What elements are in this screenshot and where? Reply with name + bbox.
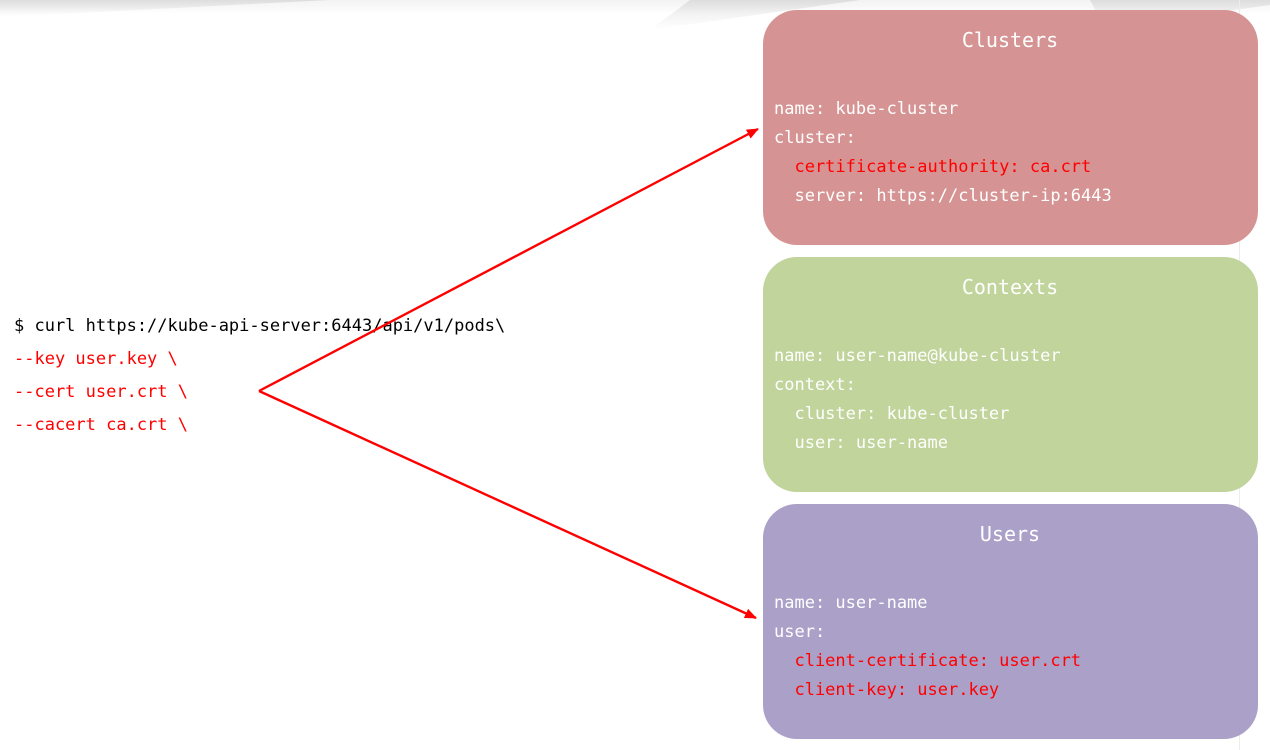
yaml-line-cluster-name: name: kube-cluster	[774, 99, 959, 119]
yaml-line-client-key: client-key: user.key	[774, 680, 1000, 700]
contexts-box-body: name: user-name@kube-cluster context: cl…	[774, 342, 1246, 458]
yaml-line-client-certificate: client-certificate: user.crt	[774, 651, 1082, 671]
yaml-line-user-name: name: user-name	[774, 593, 928, 613]
curl-cacert-flag-line: --cacert ca.crt \	[14, 415, 188, 435]
contexts-box-title: Contexts	[961, 275, 1059, 299]
curl-cert-flag-line: --cert user.crt \	[14, 382, 188, 402]
curl-command-line: $ curl https://kube-api-server:6443/api/…	[14, 316, 506, 336]
clusters-box: Clusters name: kube-cluster cluster: cer…	[763, 10, 1258, 245]
yaml-line-context-name: name: user-name@kube-cluster	[774, 346, 1061, 366]
yaml-line-context-key: context:	[774, 375, 856, 395]
users-box-body: name: user-name user: client-certificate…	[774, 589, 1246, 705]
curl-key-flag-line: --key user.key \	[14, 349, 178, 369]
yaml-line-context-cluster: cluster: kube-cluster	[774, 404, 1010, 424]
yaml-line-cluster-key: cluster:	[774, 128, 856, 148]
clusters-box-title: Clusters	[961, 28, 1059, 52]
yaml-line-certificate-authority: certificate-authority: ca.crt	[774, 157, 1092, 177]
contexts-box: Contexts name: user-name@kube-cluster co…	[763, 257, 1258, 492]
top-left-wedge	[0, 0, 330, 17]
curl-command-block: $ curl https://kube-api-server:6443/api/…	[14, 310, 505, 442]
yaml-line-server: server: https://cluster-ip:6443	[774, 186, 1112, 206]
yaml-line-user-key: user:	[774, 622, 826, 642]
clusters-box-body: name: kube-cluster cluster: certificate-…	[774, 95, 1246, 211]
users-box: Users name: user-name user: client-certi…	[763, 504, 1258, 739]
users-box-title: Users	[979, 522, 1041, 546]
yaml-line-context-user: user: user-name	[774, 433, 948, 453]
